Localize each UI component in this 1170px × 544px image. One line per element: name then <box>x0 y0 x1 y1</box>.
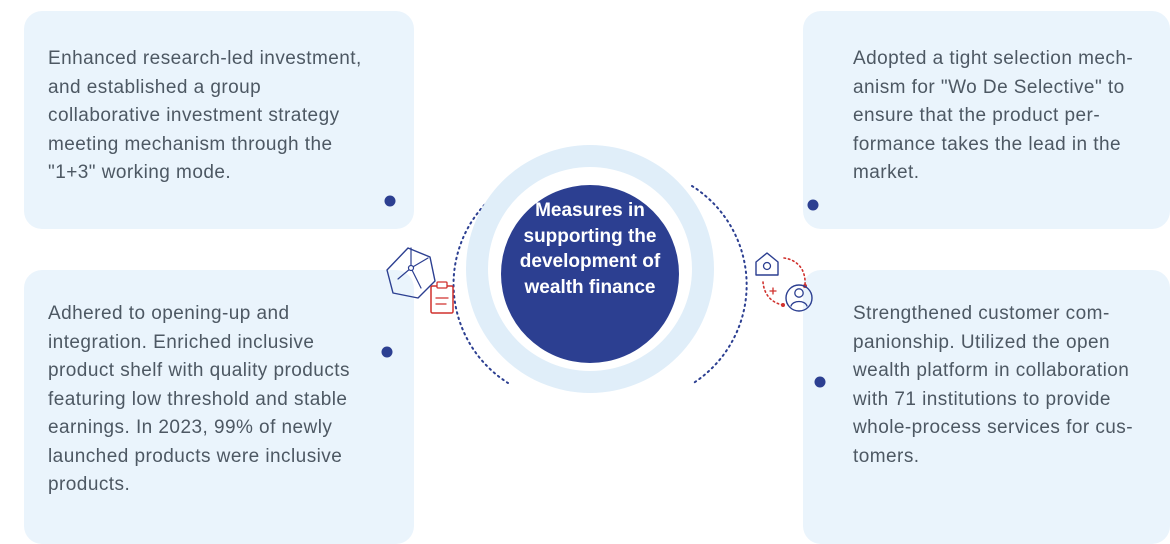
dot-bottom-left <box>381 346 393 358</box>
dot-top-left <box>384 195 396 207</box>
dot-top-right <box>807 199 819 211</box>
center-title: Measures in supporting the development o… <box>519 200 661 298</box>
card-top-left-text: Enhanced research-led invest­ment, and e… <box>48 48 362 183</box>
card-bottom-right: Strengthened customer com­panionship. Ut… <box>803 270 1170 544</box>
center-circle <box>501 185 679 363</box>
card-top-right-text: Adopted a tight selection mech­anism for… <box>853 48 1133 183</box>
card-bottom-left: Adhered to opening-up and integration. E… <box>24 270 414 544</box>
card-bottom-right-text: Strengthened customer com­panionship. Ut… <box>853 303 1133 467</box>
hexagon-strategy-clipboard-icon <box>386 247 454 314</box>
card-top-left: Enhanced research-led invest­ment, and e… <box>24 11 414 229</box>
card-top-right: Adopted a tight selection mech­anism for… <box>803 11 1170 229</box>
card-bottom-left-text: Adhered to opening-up and integration. E… <box>48 303 350 495</box>
wealth-platform-customer-icon <box>755 252 813 312</box>
right-dotted-arc <box>691 185 748 385</box>
dot-bottom-right <box>814 376 826 388</box>
